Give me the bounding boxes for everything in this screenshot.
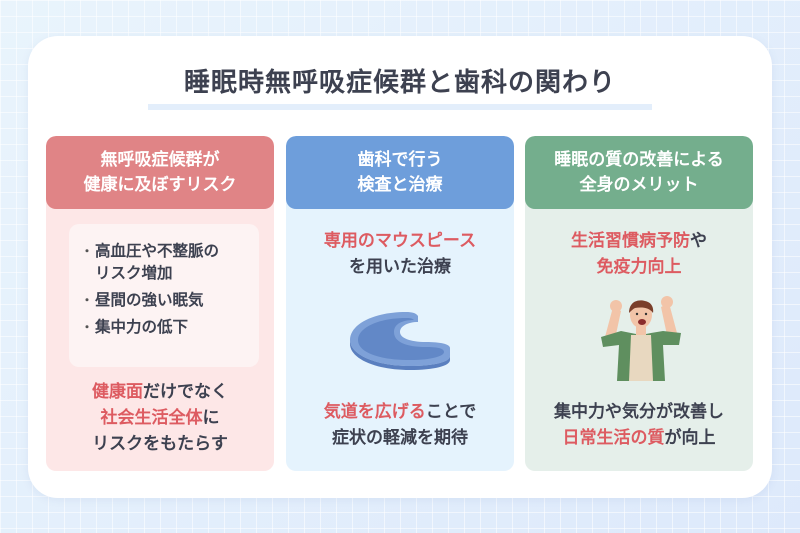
- benefit-statement: 気道を広げることで 症状の軽減を期待: [286, 399, 514, 451]
- column-header: 無呼吸症候群が 健康に及ぼすリスク: [46, 136, 274, 209]
- page-title: 睡眠時無呼吸症候群と歯科の関わり: [183, 68, 616, 98]
- bullet-icon: ・: [81, 293, 94, 307]
- statement-text: 症状の軽減を期待: [332, 428, 468, 448]
- column-sleep-benefits: 睡眠の質の改善による 全身のメリット 生活習慣病予防や 免疫力向上: [525, 136, 753, 471]
- header-line: 睡眠の質の改善による: [554, 149, 724, 170]
- header-line: 全身のメリット: [579, 174, 699, 195]
- statement-text: に: [202, 408, 220, 428]
- header-line: 無呼吸症候群が: [100, 149, 220, 170]
- column-health-risk: 無呼吸症候群が 健康に及ぼすリスク ・ 高血圧や不整脈のリスク増加 ・ 昼間の強…: [46, 136, 274, 471]
- highlight-text: 社会生活全体: [100, 408, 203, 428]
- risk-list: ・ 高血圧や不整脈のリスク増加 ・ 昼間の強い眠気 ・ 集中力の低下: [69, 224, 259, 367]
- list-item: ・ 集中力の低下: [81, 316, 249, 338]
- list-item: ・ 昼間の強い眠気: [81, 289, 249, 311]
- highlight-text: 気道を広げる: [323, 402, 426, 422]
- highlight-text: 免疫力向上: [596, 257, 682, 277]
- column-header: 睡眠の質の改善による 全身のメリット: [525, 136, 753, 209]
- highlight-text: 健康面: [92, 382, 143, 402]
- risk-text: 集中力の低下: [95, 318, 189, 336]
- statement-text: 集中力や気分が改善し: [554, 402, 724, 422]
- statement-text: だけでなく: [143, 382, 228, 402]
- column-dental-treatment: 歯科で行う 検査と治療 専用のマウスピース を用いた治療 気道を広げることで 症…: [286, 136, 514, 471]
- highlight-text: 生活習慣病予防: [571, 231, 690, 251]
- treatment-statement: 専用のマウスピース を用いた治療: [286, 228, 514, 280]
- bullet-icon: ・: [81, 320, 94, 334]
- statement-text: や: [690, 231, 707, 251]
- header-line: 歯科で行う: [357, 149, 443, 170]
- header-line: 検査と治療: [357, 174, 443, 195]
- cheering-person-icon: [601, 296, 681, 381]
- risk-text: リスク増加: [95, 264, 173, 282]
- infographic-card: 睡眠時無呼吸症候群と歯科の関わり 無呼吸症候群が 健康に及ぼすリスク ・ 高血圧…: [28, 36, 772, 498]
- statement-text: を用いた治療: [349, 257, 451, 277]
- header-line: 健康に及ぼすリスク: [83, 174, 237, 195]
- statement-text: が向上: [664, 428, 716, 448]
- column-header: 歯科で行う 検査と治療: [286, 136, 514, 209]
- statement-text: リスクをもたらす: [92, 434, 228, 454]
- risk-text: 昼間の強い眠気: [95, 291, 204, 309]
- health-benefit-statement: 生活習慣病予防や 免疫力向上: [525, 228, 753, 280]
- risk-text: 高血圧や不整脈の: [95, 242, 220, 260]
- daily-life-statement: 集中力や気分が改善し 日常生活の質が向上: [525, 399, 753, 451]
- statement-text: ことで: [425, 402, 477, 422]
- mouthpiece-icon: [350, 312, 450, 370]
- highlight-text: 専用のマウスピース: [323, 231, 477, 251]
- title-underline: [148, 104, 652, 110]
- list-item: ・ 高血圧や不整脈のリスク増加: [81, 240, 249, 284]
- summary-statement: 健康面だけでなく 社会生活全体に リスクをもたらす: [46, 379, 274, 457]
- bullet-icon: ・: [81, 244, 94, 258]
- highlight-text: 日常生活の質: [562, 428, 665, 448]
